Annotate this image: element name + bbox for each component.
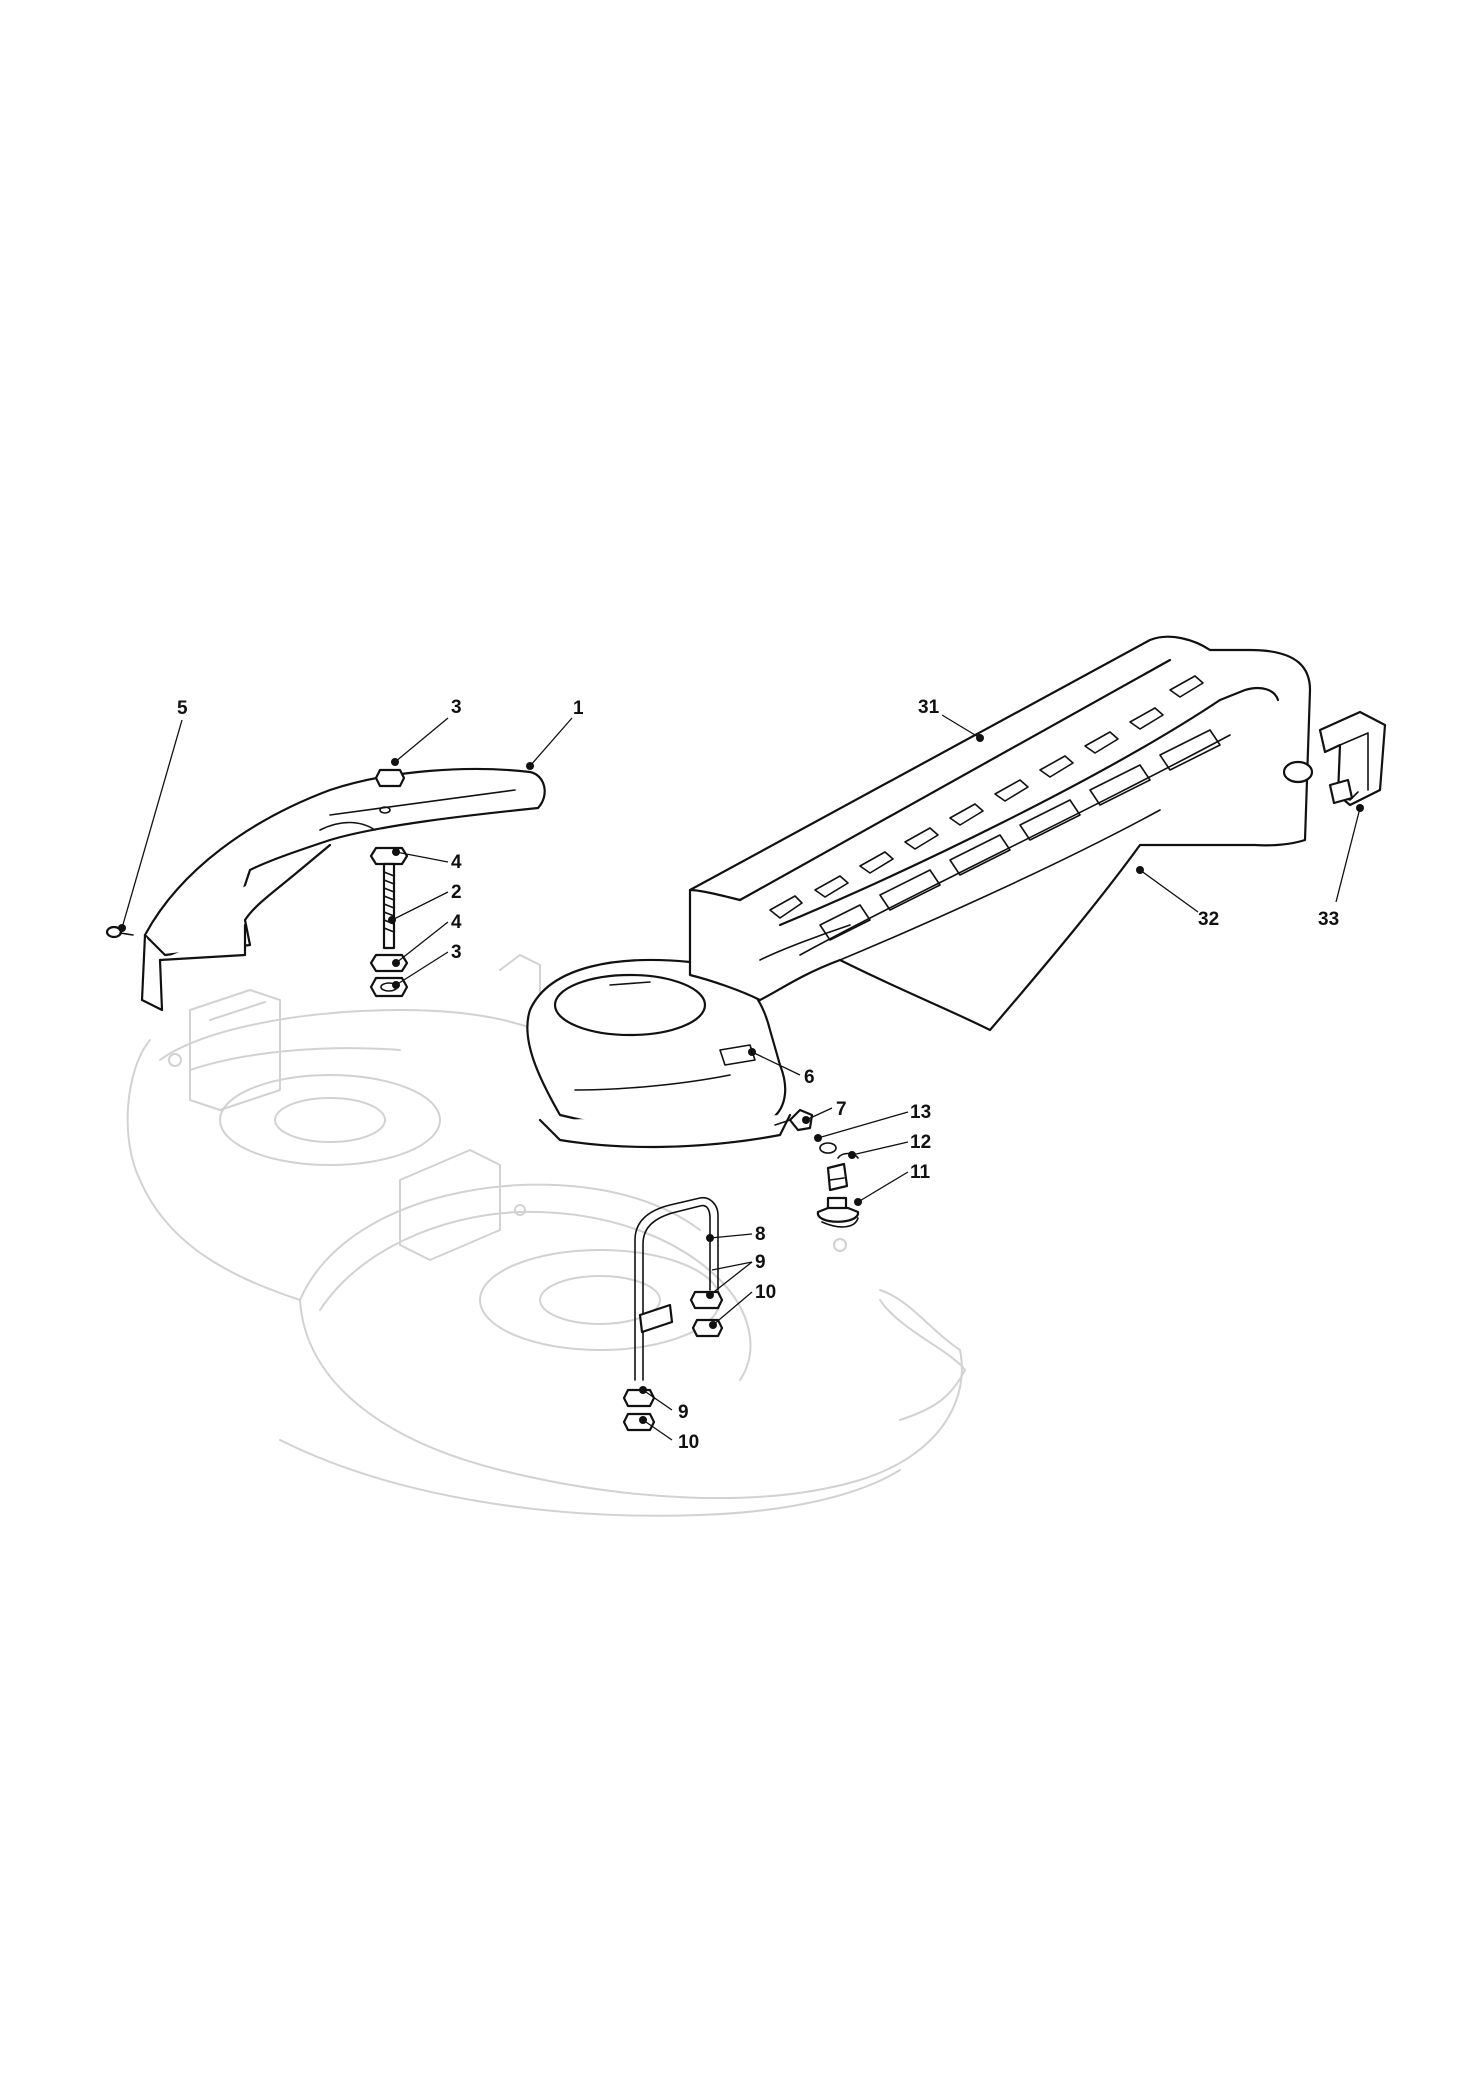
callout-4: 4: [451, 912, 462, 933]
callout-8: 8: [755, 1224, 766, 1245]
part-8-u-bolt: [622, 1196, 724, 1432]
mower-deck-ghost: [126, 954, 966, 1517]
callout-11: 11: [910, 1162, 931, 1183]
callout-10: 10: [755, 1282, 776, 1303]
part-11-12-13-fasteners: [816, 1142, 860, 1228]
callout-3: 3: [451, 942, 462, 963]
callout-32: 32: [1198, 909, 1219, 930]
callout-13: 13: [910, 1102, 931, 1123]
part-33-clip: [1318, 710, 1387, 807]
callout-4: 4: [451, 852, 462, 873]
callout-10: 10: [678, 1432, 699, 1453]
part-6-pulley-cover: [526, 958, 792, 1149]
callout-6: 6: [804, 1067, 815, 1088]
callout-3: 3: [451, 697, 462, 718]
callout-7: 7: [836, 1099, 847, 1120]
callout-2: 2: [451, 882, 462, 903]
callout-31: 31: [918, 697, 940, 718]
callout-12: 12: [910, 1132, 931, 1153]
callout-labels: 1 2 3 3 4 4 5 6 7 8 9 9 10 10 11 12 13 3…: [177, 697, 1339, 1453]
callout-9: 9: [755, 1252, 766, 1273]
part-1-cover-plate: [140, 767, 546, 1012]
leader-lines: [118, 714, 1364, 1441]
part-5-screw: [105, 925, 134, 939]
callout-5: 5: [177, 698, 188, 719]
part-7-bolt: [774, 1108, 814, 1132]
callout-33: 33: [1318, 909, 1339, 930]
callout-1: 1: [573, 698, 584, 719]
callout-9: 9: [678, 1402, 689, 1423]
part-2-bolt-assembly: [369, 768, 409, 998]
part-31-32-discharge-duct: [688, 635, 1314, 1032]
